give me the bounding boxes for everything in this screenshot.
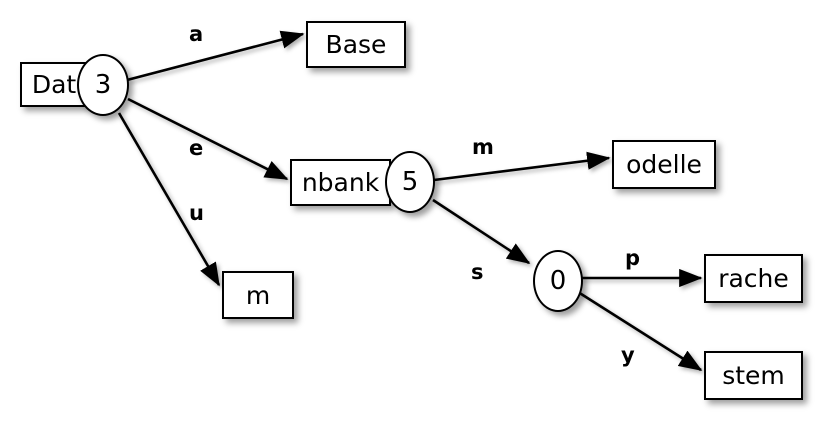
- node-label-base: Base: [325, 30, 387, 59]
- edge-e: [127, 97, 289, 181]
- node-label-rache: rache: [718, 264, 789, 293]
- edges-group: [117, 30, 703, 372]
- edge-s: [432, 198, 531, 265]
- node-odelle[interactable]: odelle: [612, 140, 716, 189]
- node-stem[interactable]: stem: [704, 351, 803, 400]
- node-label-n5: 5: [401, 167, 419, 197]
- edge-label-p: p: [625, 246, 641, 270]
- edge-label-a: a: [189, 22, 204, 46]
- node-nbank[interactable]: nbank: [290, 159, 391, 206]
- edge-label-m: m: [472, 135, 494, 159]
- node-label-nbank: nbank: [301, 168, 380, 197]
- node-base[interactable]: Base: [306, 21, 406, 68]
- node-label-stem: stem: [722, 361, 785, 390]
- node-n0[interactable]: 0: [533, 250, 583, 312]
- node-label-mbox: m: [245, 280, 271, 310]
- node-n3[interactable]: 3: [77, 54, 129, 116]
- edge-a: [126, 30, 305, 82]
- node-dat[interactable]: Dat: [20, 62, 88, 107]
- node-n5[interactable]: 5: [385, 151, 435, 213]
- edge-label-y: y: [621, 343, 635, 367]
- edge-label-e: e: [189, 136, 204, 160]
- node-label-n3: 3: [94, 70, 112, 100]
- node-label-n0: 0: [549, 266, 567, 296]
- node-mbox[interactable]: m: [222, 271, 294, 319]
- node-label-odelle: odelle: [626, 150, 702, 179]
- node-rache[interactable]: rache: [704, 254, 803, 303]
- edge-m: [433, 151, 611, 182]
- node-label-dat: Dat: [31, 70, 77, 99]
- edge-label-u: u: [189, 201, 204, 225]
- edge-label-s: s: [471, 260, 484, 284]
- edge-u: [117, 112, 221, 287]
- edge-y: [577, 290, 703, 372]
